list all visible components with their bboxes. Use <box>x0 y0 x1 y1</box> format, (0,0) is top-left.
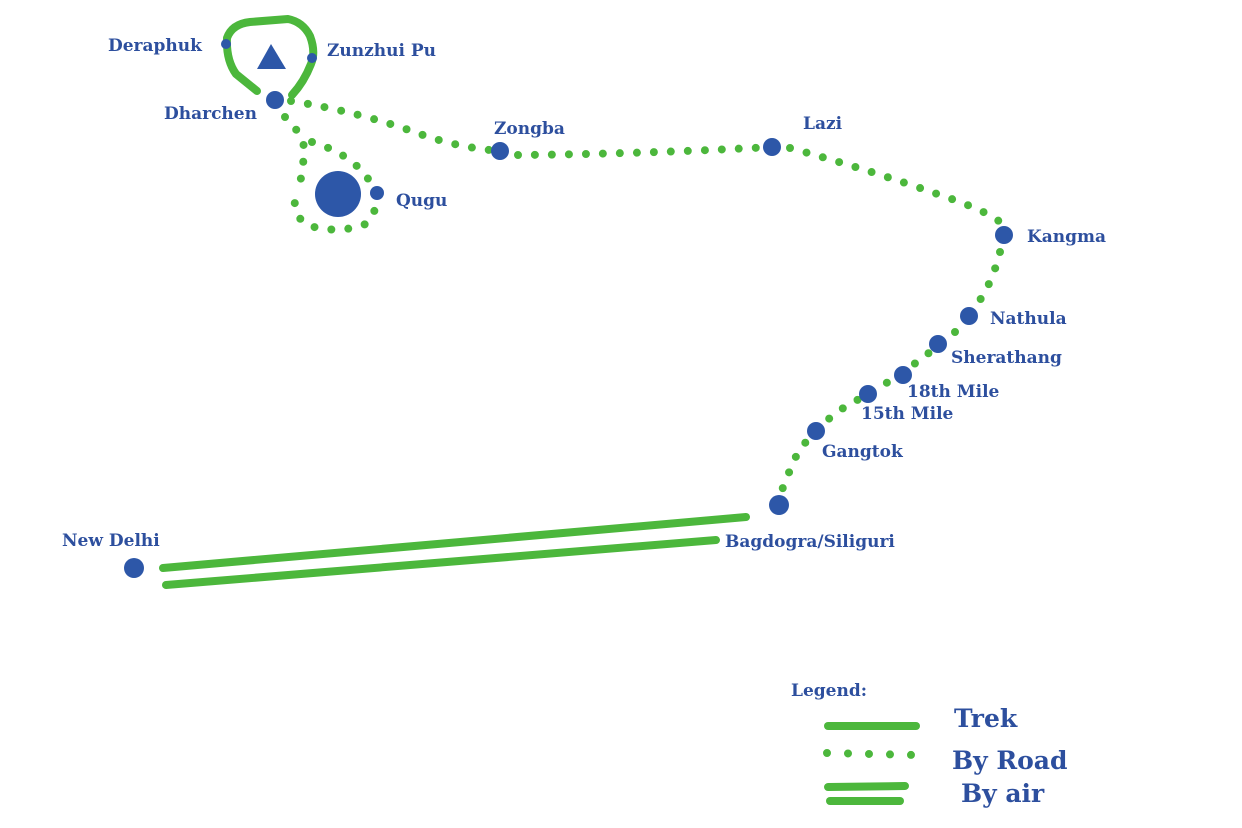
node-dharchen[interactable] <box>266 91 284 109</box>
label-18th-mile: 18th Mile <box>907 382 1000 402</box>
road-zongba-lazi <box>514 143 776 159</box>
label-15th-mile: 15th Mile <box>861 404 954 424</box>
legend-road-swatch <box>823 749 919 759</box>
label-sherathang: Sherathang <box>951 348 1062 368</box>
label-dharchen: Dharchen <box>164 104 257 124</box>
road-dharchen-zongba <box>287 97 504 155</box>
label-gangtok: Gangtok <box>822 442 904 462</box>
node-18th-mile[interactable] <box>894 366 912 384</box>
label-qugu: Qugu <box>396 191 447 211</box>
road-dharchen-qugu <box>281 113 310 189</box>
legend-trek-label: Trek <box>954 704 1018 733</box>
node-sherathang[interactable] <box>929 335 947 353</box>
node-zongba[interactable] <box>491 142 509 160</box>
label-bagdogra: Bagdogra/Siliguri <box>725 532 895 552</box>
node-nathula[interactable] <box>960 307 978 325</box>
label-zunzhui-pu: Zunzhui Pu <box>327 41 436 61</box>
node-lazi[interactable] <box>763 138 781 156</box>
road-kangma-nathula <box>976 248 1004 304</box>
legend-air-label: By air <box>961 779 1045 808</box>
node-qugu-lake <box>315 171 361 217</box>
legend-road-label: By Road <box>952 746 1068 775</box>
label-nathula: Nathula <box>990 309 1067 329</box>
air-route-line-2 <box>162 536 720 589</box>
label-zongba: Zongba <box>494 119 565 139</box>
node-15th-mile[interactable] <box>859 385 877 403</box>
label-lazi: Lazi <box>803 114 843 134</box>
label-new-delhi: New Delhi <box>62 531 160 551</box>
mountain-triangle-icon <box>257 44 286 69</box>
legend-title: Legend: <box>791 681 867 701</box>
road-lazi-kangma <box>786 144 1004 226</box>
label-kangma: Kangma <box>1027 227 1106 247</box>
node-zunzhui-pu[interactable] <box>307 53 317 63</box>
node-new-delhi[interactable] <box>124 558 144 578</box>
node-deraphuk[interactable] <box>221 39 231 49</box>
road-qugu-loop <box>290 138 380 234</box>
label-deraphuk: Deraphuk <box>108 36 203 56</box>
legend-air-swatch-1 <box>824 782 909 791</box>
node-bagdogra[interactable] <box>769 495 789 515</box>
air-route-line-1 <box>159 513 750 572</box>
node-qugu[interactable] <box>370 186 384 200</box>
legend: Legend: Trek By Road By air <box>791 681 1068 808</box>
node-gangtok[interactable] <box>807 422 825 440</box>
node-kangma[interactable] <box>995 226 1013 244</box>
